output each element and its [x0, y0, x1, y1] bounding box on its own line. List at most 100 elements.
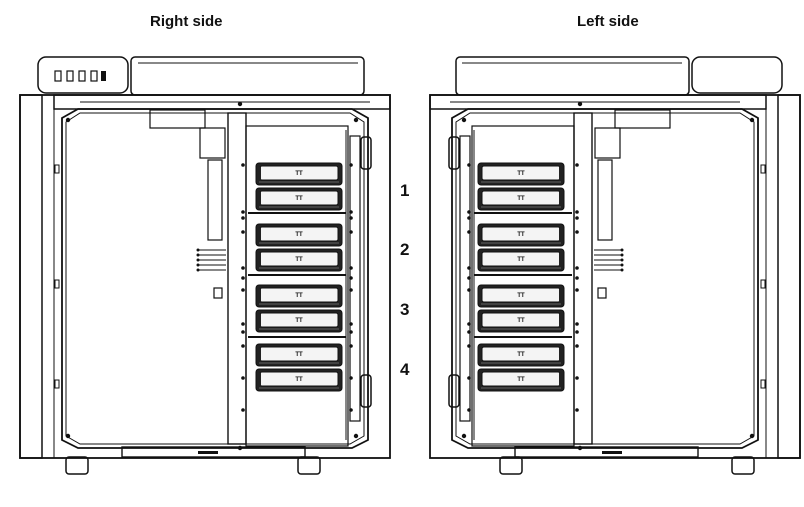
- cable-tie: [213, 287, 223, 299]
- cage-screw: [575, 210, 579, 214]
- cage-screw: [241, 230, 245, 234]
- hdd-tray-handle: [559, 228, 563, 241]
- usb-port: [90, 70, 98, 82]
- hdd-tray: TT: [477, 368, 565, 392]
- screw-dot: [353, 117, 359, 123]
- cage-screw: [575, 376, 579, 380]
- right-side-case-view: TT TT TT TT TT TT TT TT: [19, 56, 391, 475]
- cable-connector: [196, 268, 200, 272]
- cable-connector: [620, 268, 624, 272]
- psu-bracket: [149, 109, 206, 129]
- cable-tie: [597, 287, 607, 299]
- case-body: TT TT TT TT TT TT TT TT: [19, 56, 391, 475]
- hdd-tray-handle: [559, 314, 563, 327]
- left-side-case-view: TT TT TT TT TT TT TT TT: [429, 56, 801, 475]
- hdd-tray: TT: [255, 284, 343, 308]
- cage-screw: [241, 266, 245, 270]
- side-rail: [349, 135, 361, 422]
- hdd-tray: TT: [477, 248, 565, 272]
- hdd-tray: TT: [255, 223, 343, 247]
- bay-number-4: 4: [400, 360, 410, 379]
- hdd-tray: TT: [255, 343, 343, 367]
- latch-top: [360, 136, 372, 170]
- cable-connector: [196, 258, 200, 262]
- cage-screw: [241, 210, 245, 214]
- bottom-rail: [121, 446, 306, 458]
- screw-dot: [749, 117, 755, 123]
- cable-connector: [620, 253, 624, 257]
- cage-screw: [575, 322, 579, 326]
- hdd-tray-handle: [559, 167, 563, 180]
- cage-screw: [575, 408, 579, 412]
- audio-port: [101, 71, 106, 81]
- screw-dot: [749, 433, 755, 439]
- usb-port: [78, 70, 86, 82]
- tt-logo: TT: [517, 318, 525, 324]
- hdd-tray-handle: [257, 314, 261, 327]
- usb-port: [66, 70, 74, 82]
- screw-dot: [65, 117, 71, 123]
- tt-logo: TT: [295, 318, 303, 324]
- latch-bottom: [360, 374, 372, 408]
- tt-logo: TT: [517, 171, 525, 177]
- screw-dot: [577, 101, 583, 107]
- chassis-outer: [19, 94, 391, 459]
- hdd-tray-handle: [257, 348, 261, 361]
- screw-dot: [65, 433, 71, 439]
- hdd-tray: TT: [255, 248, 343, 272]
- tt-logo: TT: [517, 232, 525, 238]
- screw-dot: [353, 433, 359, 439]
- front-pillar: [19, 94, 43, 459]
- cage-screw: [241, 288, 245, 292]
- hdd-tray-handle: [559, 289, 563, 302]
- side-tab: [54, 279, 60, 289]
- bottom-rail: [514, 446, 699, 458]
- cage-screw: [241, 408, 245, 412]
- tt-logo: TT: [295, 293, 303, 299]
- psu-bracket: [614, 109, 671, 129]
- bottom-slot: [602, 451, 622, 454]
- foot: [499, 456, 523, 475]
- front-pillar: [777, 94, 801, 459]
- hdd-tray: TT: [255, 187, 343, 211]
- case-body: TT TT TT TT TT TT TT TT: [429, 56, 801, 475]
- cable-box: [199, 127, 226, 159]
- tt-logo: TT: [295, 171, 303, 177]
- hdd-tray-handle: [559, 192, 563, 205]
- tt-logo: TT: [517, 377, 525, 383]
- hdd-tray: TT: [477, 284, 565, 308]
- cage-screw: [241, 163, 245, 167]
- top-io-pod: [691, 56, 783, 94]
- cable-box: [594, 127, 621, 159]
- cable-connector: [196, 248, 200, 252]
- hdd-tray: TT: [477, 309, 565, 333]
- foot: [731, 456, 755, 475]
- side-tab: [760, 279, 766, 289]
- screw-dot: [237, 101, 243, 107]
- tt-logo: TT: [517, 352, 525, 358]
- hdd-tray: TT: [477, 187, 565, 211]
- cage-screw: [575, 163, 579, 167]
- side-rail: [459, 135, 471, 422]
- hdd-tray-handle: [257, 373, 261, 386]
- cage-screw: [575, 216, 579, 220]
- side-window-frame: [61, 108, 369, 449]
- cage-screw: [575, 266, 579, 270]
- cable-clip: [207, 159, 223, 241]
- tt-logo: TT: [295, 377, 303, 383]
- cage-screw: [575, 276, 579, 280]
- side-tab: [54, 379, 60, 389]
- hdd-tray: TT: [477, 162, 565, 186]
- front-pillar-inner: [765, 94, 779, 459]
- cage-screw: [241, 344, 245, 348]
- cage-screw: [575, 288, 579, 292]
- chassis-outer: [429, 94, 801, 459]
- tt-logo: TT: [295, 232, 303, 238]
- hdd-tray: TT: [477, 343, 565, 367]
- cage-screw: [575, 330, 579, 334]
- hdd-tray-handle: [257, 167, 261, 180]
- cage-screw: [241, 322, 245, 326]
- front-pillar-inner: [41, 94, 55, 459]
